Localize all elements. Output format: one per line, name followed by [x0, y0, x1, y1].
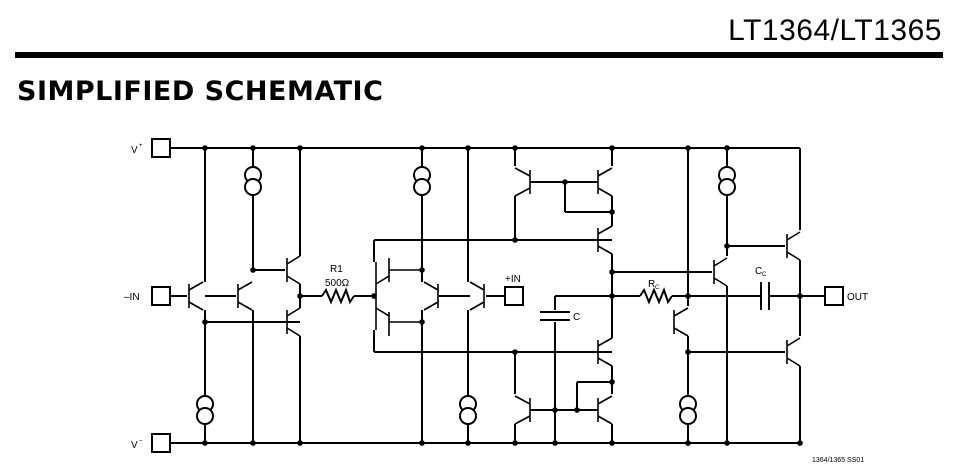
rc-resistor	[639, 287, 673, 305]
plus-in-label: +IN	[505, 274, 521, 285]
rc-subscript: C	[655, 285, 660, 291]
plus-in-pin: +IN	[504, 274, 524, 306]
cascode-top-transistor	[597, 225, 613, 255]
r1-value: 500Ω	[325, 278, 350, 289]
vplus-pin: V +	[131, 138, 171, 158]
out-pin: OUT	[824, 286, 868, 306]
r1-name: R1	[330, 264, 343, 275]
vminus-label: V	[131, 440, 138, 451]
center-transistor-q6	[388, 258, 422, 282]
left-transistor-q4	[286, 307, 301, 337]
minus-in-pin: –IN	[124, 286, 171, 306]
driver-transistor-q10	[673, 307, 689, 337]
cc-subscript: C	[762, 272, 767, 278]
center-transistor-q7	[388, 312, 422, 336]
figure-code: 1364/1365 SS01	[812, 457, 864, 464]
current-source-center-top	[413, 166, 431, 196]
cap-c-label: C	[573, 312, 580, 323]
mirror-top-left-transistor	[514, 167, 531, 197]
current-source-left-bottom	[196, 395, 214, 425]
mirror-top-right-transistor	[597, 167, 613, 197]
vminus-sup: –	[139, 438, 143, 444]
left-transistor-q2	[237, 281, 253, 311]
rc-label: R	[648, 279, 655, 290]
out-label: OUT	[847, 292, 868, 303]
left-input-transistor-q1	[188, 281, 204, 311]
part-number: LT1364/LT1365	[728, 14, 942, 47]
output-transistor-bottom	[786, 337, 801, 367]
minus-in-label: –IN	[124, 292, 140, 303]
mirror-bottom-right-transistor	[597, 395, 613, 425]
cc-capacitor	[760, 282, 770, 310]
r1-resistor	[321, 287, 355, 305]
current-source-right-bottom	[679, 395, 697, 425]
plus-in-transistor-q9	[469, 281, 485, 311]
vminus-pin: V –	[131, 433, 171, 453]
center-transistor-q5	[375, 262, 390, 330]
center-transistor-q8	[423, 281, 439, 311]
vplus-label: V	[131, 145, 138, 156]
left-transistor-q3	[286, 255, 301, 285]
driver-transistor-q11	[713, 257, 728, 287]
current-source-right-top	[718, 166, 736, 196]
vplus-sup: +	[139, 143, 143, 149]
current-source-left-top	[244, 166, 262, 196]
current-source-center-bottom	[459, 395, 477, 425]
mirror-bottom-left-transistor	[514, 395, 531, 425]
junction-dots	[202, 145, 803, 446]
output-transistor-top	[786, 231, 801, 261]
header-rule	[15, 52, 943, 58]
cc-label: C	[755, 266, 762, 277]
cascode-bottom-transistor	[597, 337, 613, 367]
section-title: SIMPLIFIED SCHEMATIC	[17, 76, 384, 107]
